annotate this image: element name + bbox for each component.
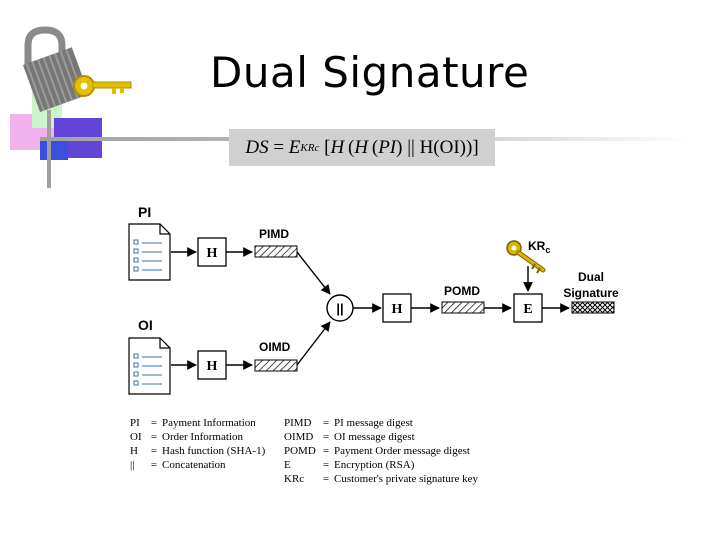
key-label: KRc — [528, 239, 550, 255]
legend-row: H = Hash function (SHA-1) — [130, 444, 265, 458]
encrypt-box — [513, 293, 543, 323]
legend-term: E — [284, 459, 291, 471]
private-key-icon — [506, 240, 546, 274]
legend-eq: = — [322, 473, 330, 485]
output-label-line1: Dual — [578, 270, 604, 284]
legend-left: PI = Payment Information OI = Order Informat… — [130, 416, 265, 472]
pomd-digest — [441, 301, 485, 314]
legend-eq: = — [322, 459, 330, 471]
legend-row: PI = Payment Information — [130, 416, 265, 430]
lock-shackle — [24, 26, 66, 65]
legend-right: PIMD = PI message digest OIMD = OI message d… — [284, 416, 478, 486]
formula-H1: H — [330, 136, 345, 158]
legend-term: OI — [130, 431, 142, 443]
legend-eq: = — [322, 445, 330, 457]
legend-term: || — [130, 459, 135, 471]
hash-box-pi — [197, 237, 227, 267]
oi-document-icon — [128, 337, 171, 395]
legend-row: PIMD = PI message digest — [284, 416, 478, 430]
divider-vertical — [47, 110, 51, 188]
legend-eq: = — [150, 417, 158, 429]
legend-eq: = — [150, 445, 158, 457]
dual-signature-output — [571, 301, 615, 314]
slide-title: Dual Signature — [210, 48, 530, 97]
legend-eq: = — [322, 431, 330, 443]
formula-concat: || — [407, 136, 415, 158]
oimd-label: OIMD — [259, 340, 291, 354]
legend-term: POMD — [284, 445, 316, 457]
legend-def: Payment Order message digest — [334, 445, 470, 457]
oi-label: OI — [138, 317, 153, 333]
pimd-digest — [254, 245, 298, 258]
legend-row: || = Concatenation — [130, 458, 265, 472]
legend-eq: = — [150, 459, 158, 471]
key-icon — [73, 75, 132, 97]
legend-def: PI message digest — [334, 417, 413, 429]
oimd-digest — [254, 359, 298, 372]
key-label-sub: c — [545, 245, 550, 255]
formula-tail: H(OI))] — [419, 136, 479, 158]
legend-def: Order Information — [162, 431, 243, 443]
hash-box-combined-label: H — [392, 302, 403, 317]
hash-box-oi-label: H — [207, 359, 218, 374]
formula-open: [ — [324, 136, 331, 158]
legend-def: Customer's private signature key — [334, 473, 479, 485]
formula-H2: H — [354, 136, 369, 158]
lock-key-logo — [22, 26, 132, 113]
legend-row: POMD = Payment Order message digest — [284, 444, 478, 458]
hash-box-pi-label: H — [207, 246, 218, 261]
legend-term: KRc — [284, 473, 305, 485]
legend-def: Payment Information — [162, 417, 256, 429]
encrypt-box-label: E — [523, 302, 532, 317]
formula-PI: PI — [378, 136, 397, 158]
arrow-pimd-to-concat — [296, 251, 331, 295]
legend-def: OI message digest — [334, 431, 415, 443]
legend-term: PI — [130, 417, 140, 429]
formula-E: E — [288, 136, 301, 158]
legend-term: PIMD — [284, 417, 312, 429]
pi-label: PI — [138, 204, 151, 220]
output-label-line2: Signature — [563, 286, 619, 300]
pomd-label: POMD — [444, 284, 480, 298]
concat-label: || — [336, 301, 343, 316]
legend-row: OI = Order Information — [130, 430, 265, 444]
formula-lhs: DS — [245, 136, 269, 158]
legend-row: OIMD = OI message digest — [284, 430, 478, 444]
pi-document-icon — [128, 223, 171, 281]
legend-def: Concatenation — [162, 459, 226, 471]
arrow-oimd-to-concat — [296, 321, 331, 366]
legend-term: H — [130, 445, 138, 457]
legend-term: OIMD — [284, 431, 314, 443]
legend-eq: = — [322, 417, 330, 429]
hash-box-oi — [197, 350, 227, 380]
formula-eq: = — [273, 136, 285, 158]
key-label-main: KR — [528, 239, 546, 253]
pimd-label: PIMD — [259, 227, 289, 241]
legend-row: E = Encryption (RSA) — [284, 458, 478, 472]
legend-eq: = — [150, 431, 158, 443]
legend-def: Hash function (SHA-1) — [162, 445, 266, 457]
legend-row: KRc = Customer's private signature key — [284, 472, 478, 486]
legend-def: Encryption (RSA) — [334, 459, 415, 471]
formula-sub: KRc — [300, 141, 320, 154]
